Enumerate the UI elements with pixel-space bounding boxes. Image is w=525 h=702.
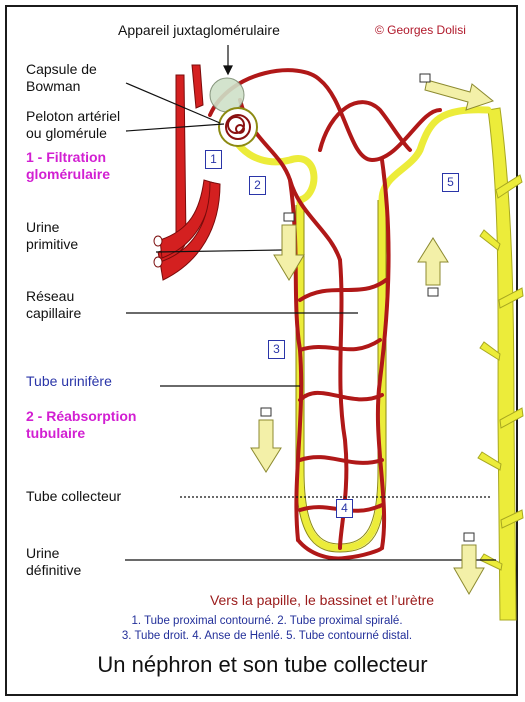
label-reseau-line2: capillaire xyxy=(26,305,81,322)
label-reabsorption-line1: 2 - Réabsorption xyxy=(26,408,136,425)
legend: 1. Tube proximal contourné. 2. Tube prox… xyxy=(42,614,492,644)
leader-peloton xyxy=(126,124,224,131)
label-capsule-line2: Bowman xyxy=(26,78,80,95)
segment-number-4: 4 xyxy=(336,499,353,518)
segment-number-1: 1 xyxy=(205,150,222,169)
leader-appareil-head xyxy=(224,66,232,74)
label-filtration-line1: 1 - Filtration xyxy=(26,149,106,166)
vessel-opening-top xyxy=(154,236,162,246)
juxtaglomerular-apparatus xyxy=(210,78,244,112)
segment-number-3: 3 xyxy=(268,340,285,359)
label-peloton-line1: Peloton artériel xyxy=(26,108,120,125)
label-urine-definitive-line2: définitive xyxy=(26,562,81,579)
label-capsule-line1: Capsule de xyxy=(26,61,97,78)
legend-line-1: 1. Tube proximal contourné. 2. Tube prox… xyxy=(42,614,492,629)
segment-number-5: 5 xyxy=(442,173,459,192)
label-reseau-line1: Réseau xyxy=(26,288,74,305)
label-filtration-line2: glomérulaire xyxy=(26,166,110,183)
diagram-title: Un néphron et son tube collecteur xyxy=(0,652,525,678)
copyright: © Georges Dolisi xyxy=(375,23,466,37)
vessel-opening-bottom xyxy=(154,257,162,267)
arrow-down-2 xyxy=(251,420,281,472)
label-tube-collecteur: Tube collecteur xyxy=(26,488,121,505)
label-reabsorption-line2: tubulaire xyxy=(26,425,85,442)
label-urine-primitive-line1: Urine xyxy=(26,219,59,236)
destination-text: Vers la papille, le bassinet et l’urètre xyxy=(162,592,482,608)
collecting-duct xyxy=(478,108,523,620)
leader-capsule xyxy=(126,83,220,123)
segment-number-2: 2 xyxy=(249,176,266,195)
label-appareil-juxtaglomerulaire: Appareil juxtaglomérulaire xyxy=(118,22,280,39)
label-peloton-line2: ou glomérule xyxy=(26,125,107,142)
label-urine-primitive-line2: primitive xyxy=(26,236,78,253)
label-tube-urinifere: Tube urinifère xyxy=(26,373,112,390)
arrow-down-3 xyxy=(454,545,484,594)
arrow-right xyxy=(425,80,493,110)
label-urine-definitive-line1: Urine xyxy=(26,545,59,562)
legend-line-2: 3. Tube droit. 4. Anse de Henlé. 5. Tube… xyxy=(42,629,492,644)
bowman-capsule xyxy=(219,108,257,146)
arrow-markers xyxy=(261,74,474,541)
arrow-up xyxy=(418,238,448,285)
